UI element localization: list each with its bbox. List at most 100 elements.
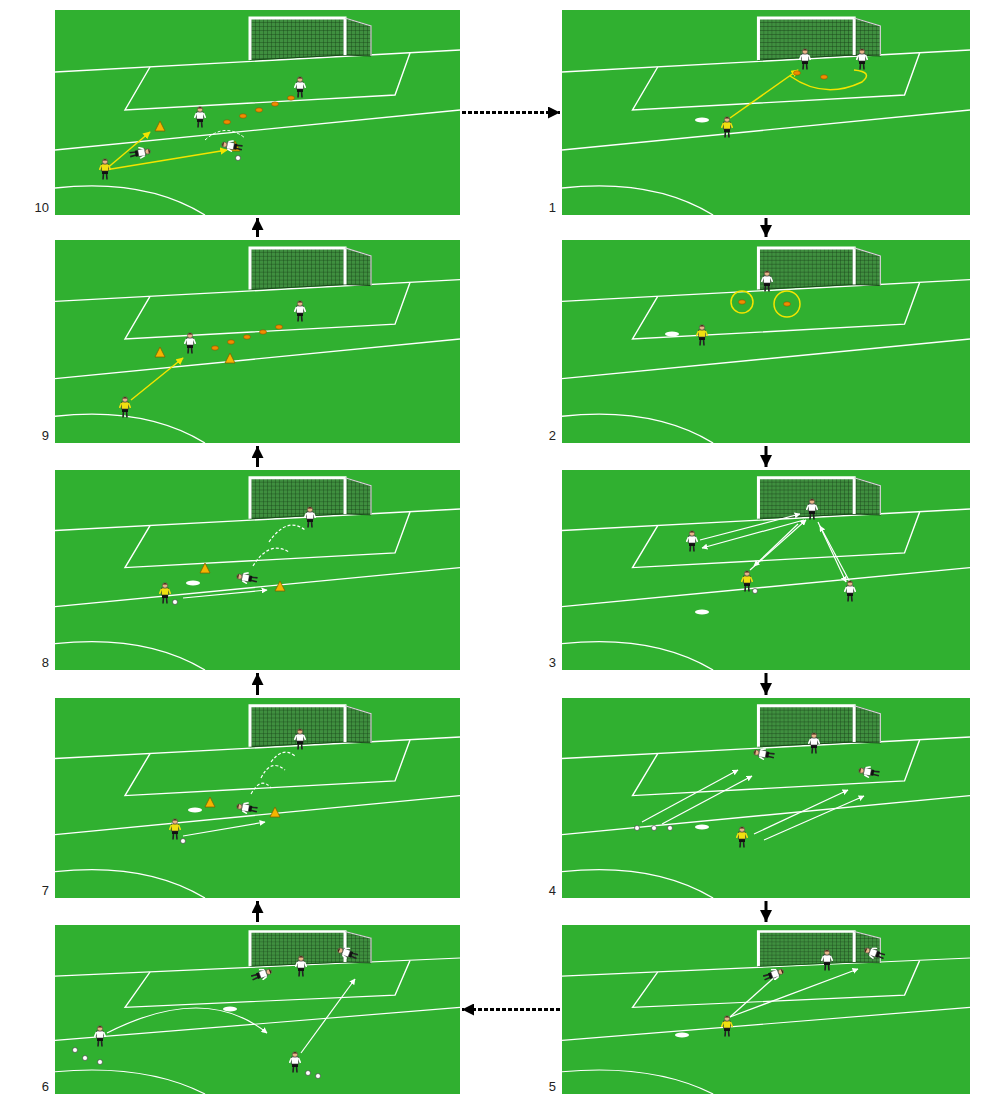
drill-picture-part — [562, 698, 970, 898]
sequence-arrow — [256, 673, 259, 695]
drill-picture-part — [821, 75, 828, 79]
drill-picture-part — [305, 507, 316, 528]
drill-picture — [562, 925, 970, 1094]
drill-picture-part — [223, 1007, 237, 1012]
panel-number: 6 — [42, 1080, 49, 1094]
drill-picture-part — [687, 531, 698, 552]
drill-picture-part — [236, 571, 258, 585]
drill-picture — [55, 10, 460, 215]
drill-picture-part — [270, 807, 280, 817]
drill-picture-part — [272, 102, 279, 106]
drill-picture-part — [695, 610, 709, 615]
drill-picture-part — [251, 752, 295, 794]
drill-picture-part — [562, 240, 970, 443]
drill-picture-part — [250, 966, 273, 983]
drill-picture-part — [809, 733, 820, 754]
drill-picture-part — [200, 563, 210, 573]
sequence-arrow — [462, 1008, 560, 1011]
panel-number: 5 — [549, 1080, 556, 1094]
drill-picture — [55, 240, 460, 443]
drill-picture-part — [730, 70, 798, 118]
drill-picture-part — [253, 525, 305, 566]
drill-picture-part — [822, 950, 833, 971]
drill-picture-part — [260, 330, 267, 334]
drill-picture-part — [295, 301, 306, 322]
drill-picture-part — [737, 827, 748, 848]
drill-panel: 4 — [562, 698, 970, 898]
drill-picture-part — [774, 291, 800, 317]
drill-picture-part — [695, 118, 709, 123]
drill-picture — [55, 470, 460, 670]
drill-picture-part — [236, 156, 241, 161]
drill-picture-part — [98, 1060, 103, 1065]
drill-picture-part — [228, 340, 235, 344]
drill-panel: 10 — [55, 10, 460, 215]
drill-picture-part-part — [105, 150, 227, 170]
drill-picture-part — [73, 1048, 78, 1053]
drill-picture — [562, 10, 970, 215]
drill-picture-part — [295, 77, 306, 98]
drill-picture-part — [181, 839, 186, 844]
drill-picture-part — [296, 956, 307, 977]
drill-picture-part-part — [754, 790, 848, 834]
panel-number: 10 — [35, 201, 49, 215]
drill-panel: 1 — [562, 10, 970, 215]
drill-picture-part — [306, 1071, 311, 1076]
drill-picture-part — [55, 470, 460, 670]
drill-picture-part — [301, 979, 355, 1053]
drill-picture-part — [642, 770, 864, 840]
drill-picture-part — [205, 130, 245, 140]
drill-picture-part — [55, 698, 460, 898]
drill-picture-part — [170, 819, 181, 840]
panel-number: 1 — [549, 201, 556, 215]
drill-picture-part — [295, 729, 306, 750]
drill-picture-part — [256, 108, 263, 112]
panel-number: 7 — [42, 884, 49, 898]
drill-picture-part — [635, 826, 640, 831]
drill-picture-part — [668, 826, 673, 831]
drill-picture-part — [739, 300, 746, 304]
drill-panel: 5 — [562, 925, 970, 1094]
drill-picture-part — [863, 944, 886, 961]
drill-picture-part — [240, 114, 247, 118]
drill-picture-part — [276, 325, 283, 329]
drill-picture-part — [275, 581, 285, 591]
panel-number: 8 — [42, 656, 49, 670]
drill-picture-part — [183, 590, 267, 598]
drill-picture-part — [858, 765, 880, 779]
drill-picture-part-part — [730, 969, 858, 1017]
drill-picture-part — [55, 240, 460, 443]
drill-picture-part — [188, 808, 202, 813]
drill-picture-part — [195, 107, 206, 128]
drill-picture — [562, 470, 970, 670]
drill-picture-part — [95, 1026, 106, 1047]
sequence-arrow — [765, 901, 768, 922]
drill-panel: 3 — [562, 470, 970, 670]
sequence-arrow — [256, 901, 259, 922]
drill-picture-part — [762, 271, 773, 292]
drill-picture-part — [100, 159, 111, 180]
drill-picture-part-part — [754, 524, 798, 566]
drill-picture-part — [288, 96, 295, 100]
drill-picture-part — [562, 925, 970, 1094]
drill-picture-part — [652, 826, 657, 831]
drill-picture-part — [700, 514, 852, 586]
drill-panel: 9 — [55, 240, 460, 443]
drill-picture-part — [753, 589, 758, 594]
drill-picture-part — [316, 1074, 321, 1079]
drill-picture-part — [665, 332, 679, 337]
drill-picture-part-part — [702, 520, 804, 548]
drill-picture-part — [753, 747, 775, 761]
drill-picture-part — [160, 583, 171, 604]
drill-picture-part — [742, 571, 753, 592]
drill-picture-part — [55, 925, 460, 1094]
drill-picture-part — [186, 581, 200, 586]
panel-number: 4 — [549, 884, 556, 898]
drill-picture — [562, 240, 970, 443]
sequence-arrow — [256, 446, 259, 467]
drill-picture-part — [697, 325, 708, 346]
drill-picture-part-part — [642, 770, 738, 822]
drill-picture-part-part — [764, 796, 864, 840]
drill-picture-part — [790, 70, 867, 90]
